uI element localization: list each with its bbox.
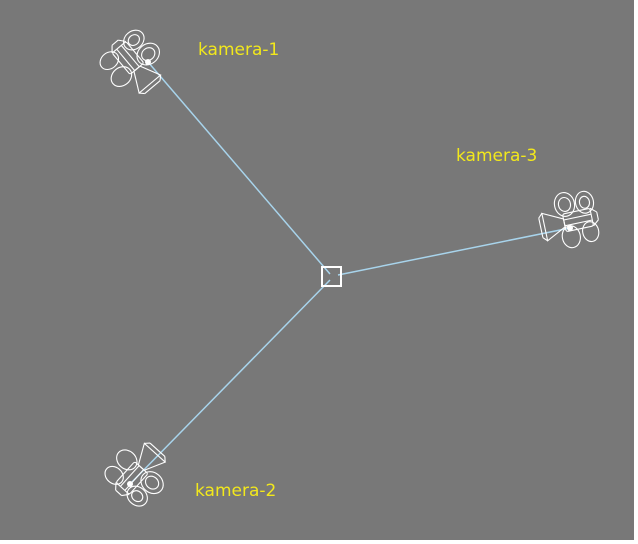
square-target-icon[interactable] (321, 266, 342, 287)
target-line-camera-3 (337, 227, 571, 276)
camera-label-1: kamera-1 (198, 40, 280, 60)
movie-camera-icon[interactable] (94, 23, 176, 105)
camera-2-pivot (127, 481, 133, 487)
target-line-camera-1 (147, 61, 331, 275)
camera-label-2: kamera-2 (195, 481, 277, 501)
movie-camera-icon[interactable] (99, 432, 180, 513)
camera-1-pivot (145, 59, 151, 65)
camera-3-pivot (567, 225, 573, 231)
camera-label-3: kamera-3 (456, 146, 538, 166)
target-line-camera-2 (129, 279, 331, 485)
movie-camera-icon[interactable] (535, 186, 603, 253)
